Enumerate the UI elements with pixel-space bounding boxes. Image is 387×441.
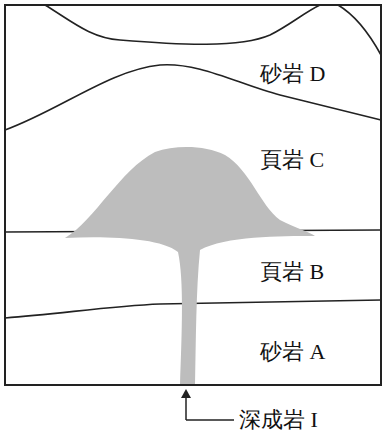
leader-line [185,395,187,420]
bedding-line [45,5,320,44]
leader-line [186,419,234,421]
intrusion-label: 深成岩 I [237,408,320,432]
leader-arrowhead [181,389,191,398]
rock-layer-label: 頁岩 B [258,260,326,284]
bedding-line [338,5,381,55]
rock-layer-label: 砂岩 D [258,62,327,86]
section-frame [5,5,381,385]
rock-layer-label: 砂岩 A [258,340,327,364]
rock-layer-label: 頁岩 C [258,148,326,172]
